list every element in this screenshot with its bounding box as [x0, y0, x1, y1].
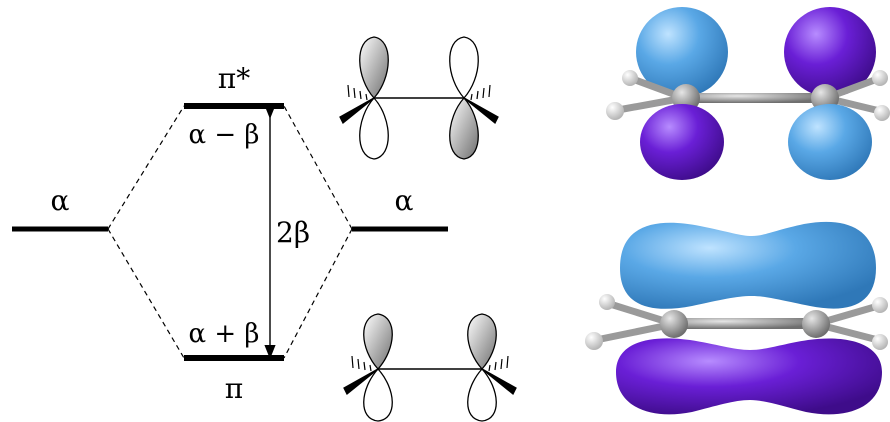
- orbital-lobe-blue: [788, 104, 872, 180]
- wedge-bond: [343, 368, 379, 396]
- wedge-bond: [339, 97, 375, 125]
- pi-star-orbital-render: [606, 7, 890, 180]
- carbon-atom: [802, 310, 830, 338]
- orbital-lobe-shaded: [363, 313, 393, 370]
- hydrogen-atom: [599, 294, 615, 310]
- pi-energy: α + β: [189, 319, 260, 349]
- hashed-bond: [351, 355, 509, 372]
- orbital-lobe-open: [467, 368, 497, 422]
- hydrogen-atom: [872, 70, 888, 86]
- pi-star-label: π*: [218, 62, 250, 95]
- pi-star-orbital-cartoon: [339, 36, 499, 160]
- orbital-lobe-open: [449, 36, 479, 99]
- hydrogen-atom: [606, 102, 624, 120]
- left-atomic-label: α: [51, 184, 70, 217]
- orbital-lobe-shaded: [359, 36, 389, 99]
- orbital-lobe-shaded: [449, 97, 479, 160]
- wedge-bond: [481, 368, 517, 396]
- carbon-atom: [660, 310, 688, 338]
- hydrogen-atom: [622, 70, 638, 86]
- pi-star-energy: α − β: [189, 120, 260, 150]
- orbital-lobe-purple: [640, 104, 724, 180]
- wedge-bond: [463, 97, 499, 125]
- carbon-carbon-bond: [672, 318, 817, 329]
- pi-label: π: [225, 372, 243, 405]
- orbital-lobe-shaded: [467, 313, 497, 370]
- energy-level-diagram: α α π* α − β 2β α + β π: [12, 62, 448, 405]
- orbital-lobe-open: [363, 368, 393, 422]
- orbital-lobe-blue: [620, 221, 876, 309]
- hydrogen-atom: [872, 334, 888, 350]
- right-atomic-label: α: [395, 184, 414, 217]
- hydrogen-atom: [874, 105, 890, 121]
- correlation-lines: [107, 105, 353, 359]
- orbital-lobe-blue: [636, 7, 728, 97]
- hashed-bond: [347, 84, 491, 101]
- orbital-lobe-purple: [784, 7, 876, 97]
- pi-orbital-render: [585, 221, 888, 415]
- pi-orbital-cartoon: [343, 313, 517, 422]
- gap-label: 2β: [276, 216, 310, 249]
- carbon-carbon-bond: [690, 93, 825, 103]
- hydrogen-atom: [872, 297, 888, 313]
- orbital-lobe-open: [359, 97, 389, 160]
- orbital-lobe-purple: [616, 338, 882, 415]
- hydrogen-atom: [585, 332, 603, 350]
